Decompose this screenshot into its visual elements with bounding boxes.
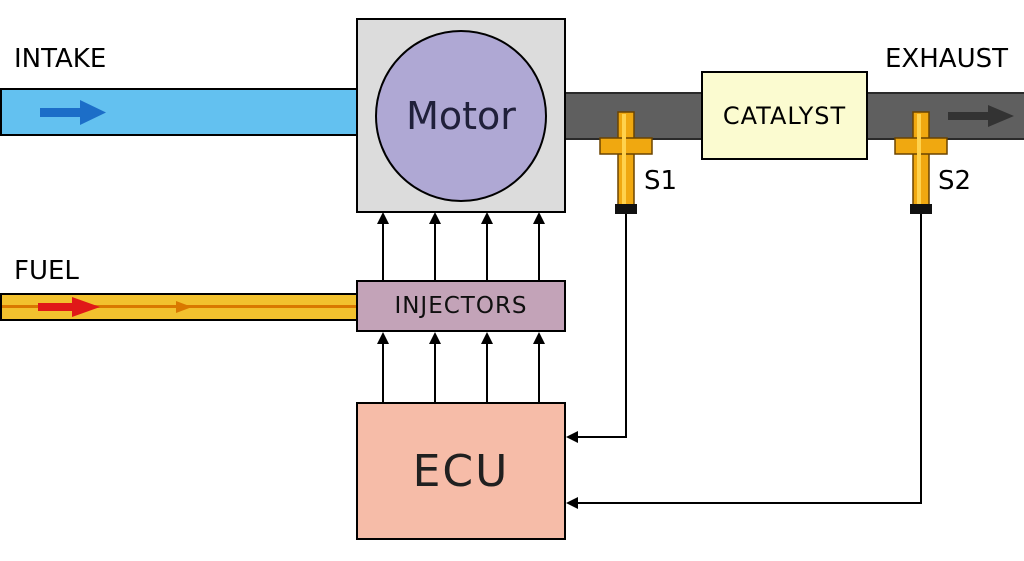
ecu-box: ECU bbox=[356, 402, 566, 540]
sensor2-label: S2 bbox=[938, 166, 972, 196]
ecu-to-injectors-arrows bbox=[377, 332, 545, 402]
s1-to-ecu-signal-line bbox=[566, 214, 627, 443]
ecu-label: ECU bbox=[412, 445, 510, 497]
s1-nut bbox=[599, 137, 653, 155]
fuel-label: FUEL bbox=[14, 256, 79, 286]
intake-pipe bbox=[0, 88, 360, 136]
s1-tip bbox=[615, 204, 637, 214]
injectors-box: INJECTORS bbox=[356, 280, 566, 332]
fuel-flow-line bbox=[2, 305, 360, 308]
motor-label: Motor bbox=[406, 93, 516, 138]
injectors-label: INJECTORS bbox=[394, 293, 528, 319]
s2-nut bbox=[894, 137, 948, 155]
injectors-to-motor-arrows bbox=[377, 212, 545, 280]
s2-tip bbox=[910, 204, 932, 214]
motor-box: Motor bbox=[356, 18, 566, 213]
sensor1-label: S1 bbox=[644, 166, 678, 196]
catalyst-box: CATALYST bbox=[701, 71, 868, 160]
s2-to-ecu-signal-line bbox=[566, 214, 922, 509]
motor-circle: Motor bbox=[375, 29, 547, 202]
exhaust-label: EXHAUST bbox=[885, 44, 1008, 74]
catalyst-label: CATALYST bbox=[722, 101, 847, 130]
intake-label: INTAKE bbox=[14, 44, 107, 74]
fuel-pipe bbox=[0, 293, 360, 321]
